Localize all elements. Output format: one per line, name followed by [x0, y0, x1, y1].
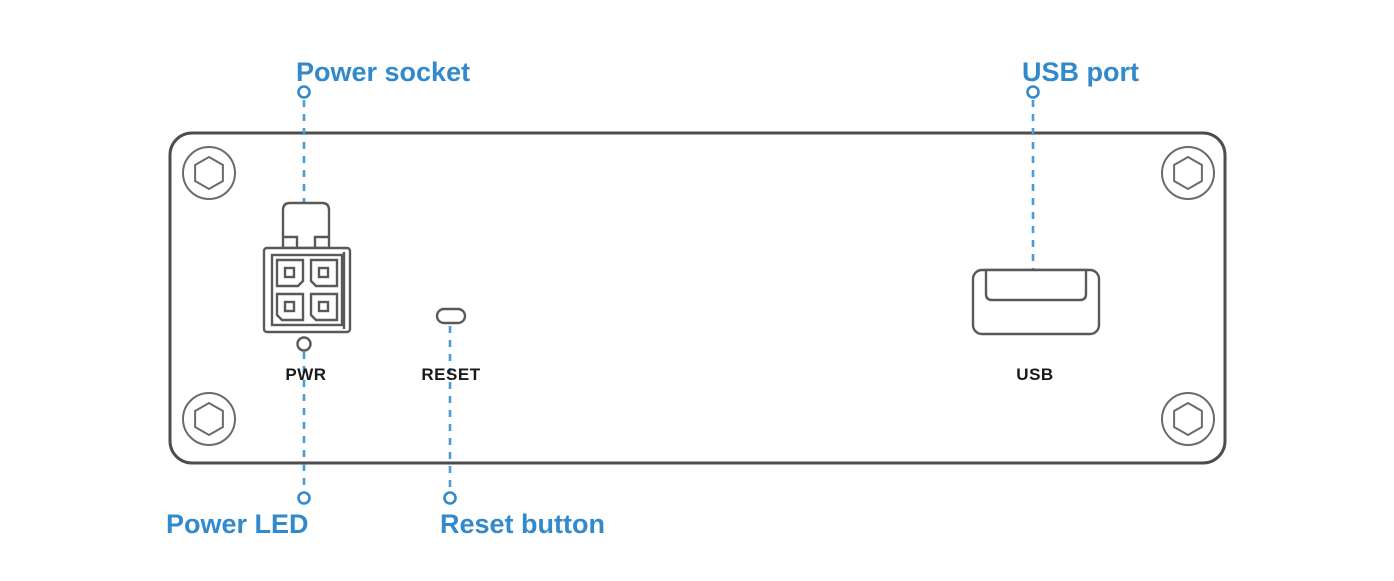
screw-top-right: [1161, 146, 1215, 200]
callout-dot-reset-button: [443, 491, 457, 505]
screw-top-left: [182, 146, 236, 200]
power-led-indicator: [296, 336, 312, 352]
pin-contact-1: [283, 266, 296, 279]
enclosure-outline: [168, 131, 1227, 465]
hex-socket-icon: [194, 401, 224, 437]
connector-latch-tab: [281, 201, 331, 250]
screw-bottom-left: [182, 392, 236, 446]
connector-latch-notch: [283, 235, 329, 248]
callout-label-reset-button: Reset button: [440, 509, 605, 539]
connector-inner-recess: [270, 253, 344, 327]
hex-socket-icon: [194, 155, 224, 191]
screw-bottom-right: [1161, 392, 1215, 446]
pin-contact-4: [317, 300, 330, 313]
power-led-circle: [296, 336, 312, 352]
port-label-pwr: PWR: [285, 365, 326, 384]
port-label-reset: RESET: [421, 365, 480, 384]
callout-dot-usb-port: [1026, 85, 1040, 99]
power-connector: [262, 201, 352, 334]
port-label-usb: USB: [1016, 365, 1053, 384]
callout-dot-power-socket: [297, 85, 311, 99]
hex-socket-icon: [1173, 155, 1203, 191]
hex-socket-icon: [1173, 401, 1203, 437]
callout-label-power-led: Power LED: [166, 509, 309, 539]
callout-dot-power-led: [297, 491, 311, 505]
reset-button-hole[interactable]: [435, 307, 467, 325]
usb-port-connector: [971, 268, 1101, 336]
reset-button-pill[interactable]: [435, 307, 467, 325]
usb-port-inner-tab: [984, 268, 1088, 302]
callout-label-usb-port: USB port: [1022, 57, 1139, 87]
callout-label-power-socket: Power socket: [296, 57, 470, 87]
pin-contact-2: [317, 266, 330, 279]
enclosure-group: [168, 131, 1227, 465]
callout-lead-lines: [302, 100, 1035, 490]
pin-contact-3: [283, 300, 296, 313]
